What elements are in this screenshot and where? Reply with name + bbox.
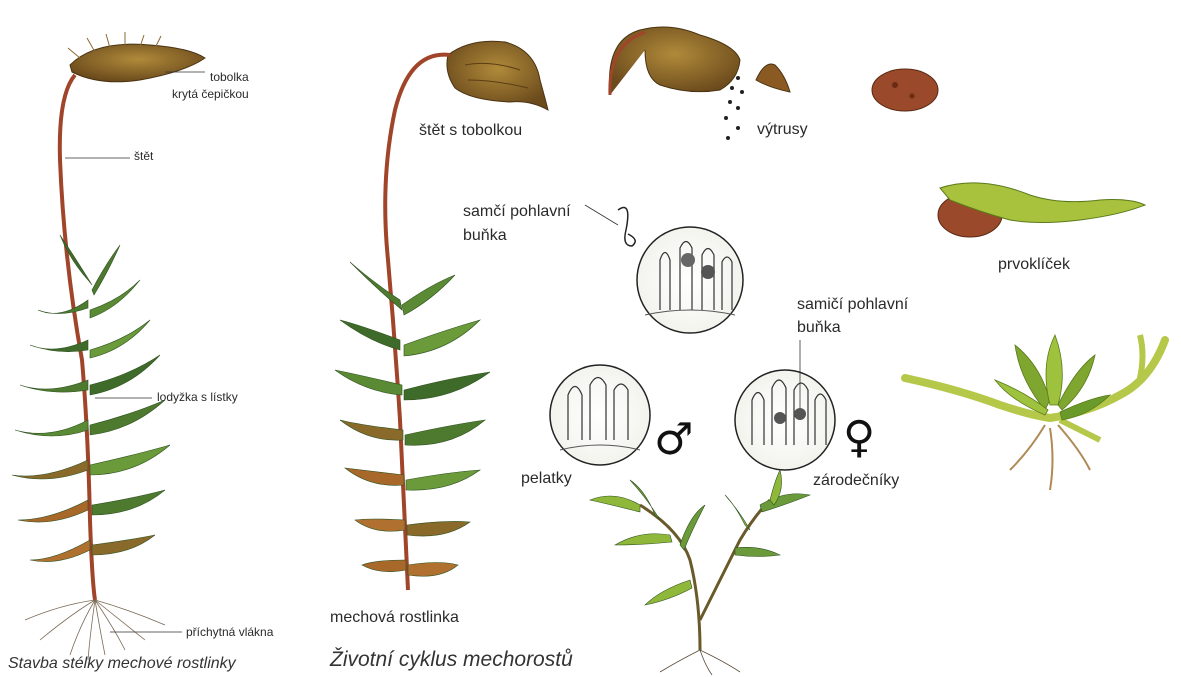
left-rhizoids	[25, 600, 165, 660]
label-moss-plant: mechová rostlinka	[330, 609, 459, 627]
label-seta-capsule: štět s tobolkou	[419, 122, 522, 140]
archegonium-cell	[735, 340, 835, 470]
caption-left: Stavba stélky mechové rostlinky	[8, 655, 236, 673]
label-capsule: tobolka	[210, 71, 249, 85]
label-spores: výtrusy	[757, 121, 808, 139]
label-sperm-2: buňka	[463, 227, 507, 245]
germinating-spore	[872, 69, 938, 111]
label-egg-2: buňka	[797, 319, 841, 337]
operculum	[756, 64, 790, 92]
label-egg-1: samičí pohlavní	[797, 296, 908, 314]
middle-leafy-stem	[335, 262, 490, 576]
antheridium-cell-top	[637, 227, 743, 333]
label-seta: štět	[134, 150, 153, 164]
protonema-drawing	[938, 183, 1145, 237]
left-moss-plant	[12, 32, 205, 660]
caption-right: Životní cyklus mechorostů	[330, 648, 573, 672]
antheridium-cell-left	[550, 365, 650, 465]
sperm-cell	[618, 208, 635, 247]
left-capsule	[70, 44, 205, 82]
label-stem: lodyžka s lístky	[157, 391, 238, 405]
label-sperm-1: samčí pohlavní	[463, 203, 571, 221]
label-rhizoids: příchytná vlákna	[186, 626, 273, 640]
male-symbol-icon: ♂	[654, 418, 693, 462]
female-symbol-icon: ♀	[843, 416, 875, 460]
label-protonema: prvoklíček	[998, 256, 1070, 274]
bottom-moss-plant	[590, 470, 810, 675]
middle-capsule	[447, 41, 548, 110]
label-archegonia: zárodečníky	[813, 472, 899, 490]
label-antheridia: pelatky	[521, 470, 572, 488]
left-seta	[60, 75, 95, 600]
label-capsule-calyptra: krytá čepičkou	[172, 88, 249, 102]
young-moss-plant	[905, 335, 1165, 490]
